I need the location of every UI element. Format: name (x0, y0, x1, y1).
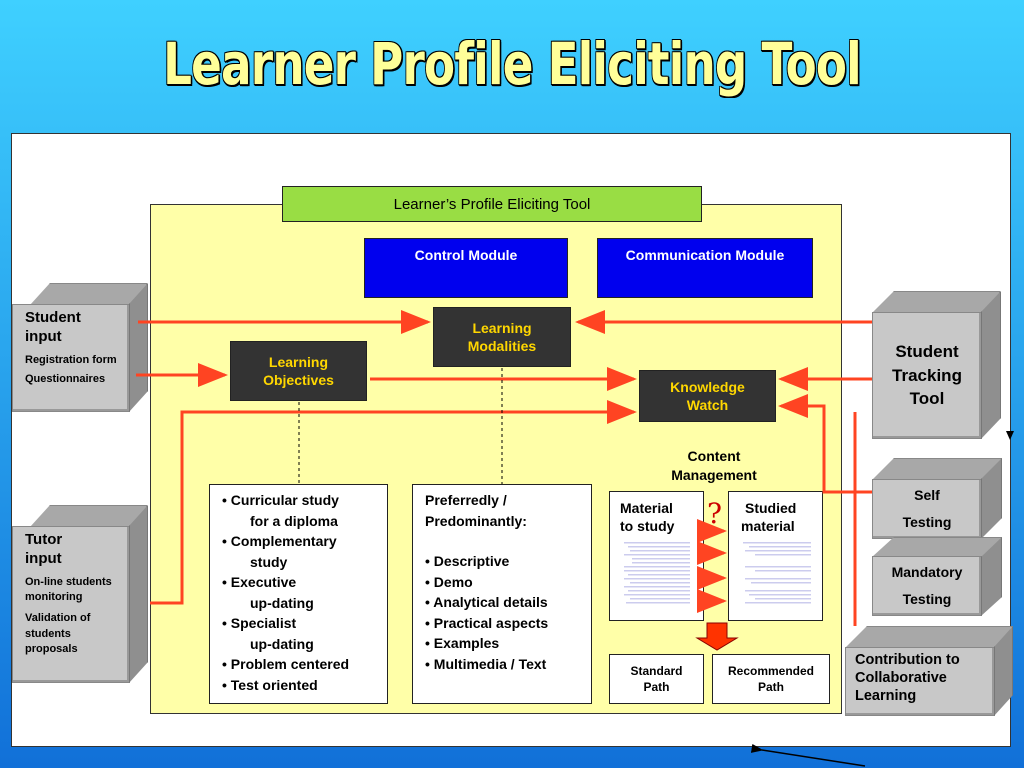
tutor-input-item-validation: Validation of students proposals (25, 612, 91, 656)
studied-material-box: Studied material (728, 491, 823, 621)
knowledge-watch-line2: Watch (686, 397, 729, 413)
small-triangle-icon (1006, 431, 1014, 440)
student-input-title1: Student (25, 309, 81, 326)
modality-item: • Demo (425, 573, 473, 590)
modality-item: • Multimedia / Text (425, 655, 547, 672)
self-testing-box: Self Testing (872, 479, 982, 539)
recommended-path-line1: Recommended (727, 663, 815, 678)
tutor-input-title1: Tutor (25, 531, 63, 548)
learning-modalities-line1: Learning (472, 319, 532, 336)
contribution-line1: Contribution to (855, 652, 960, 668)
communication-module: Communication Module (597, 238, 813, 298)
learning-objectives-line1: Learning (268, 353, 329, 370)
material-to-study-line2: to study (620, 518, 675, 535)
standard-path-line2: Path (643, 680, 670, 694)
recommended-path-line2: Path (757, 680, 784, 694)
modalities-list: Preferredly / Predominantly: • Descripti… (412, 484, 592, 704)
self-testing-line2: Testing (902, 514, 952, 530)
page-title: Learner Profile Eliciting Tool (163, 30, 862, 98)
mandatory-testing-box: Mandatory Testing (872, 556, 982, 616)
objective-item: • Problem centered (222, 656, 350, 672)
tutor-input-box: Tutor input On-line students monitoring … (12, 526, 130, 683)
modalities-heading-2: Predominantly: (425, 512, 527, 529)
down-arrow-icon (695, 622, 739, 651)
student-input-box: Student input Registration form Question… (12, 304, 130, 412)
knowledge-watch-line1: Knowledge (670, 378, 745, 395)
learning-objectives-line2: Objectives (263, 372, 334, 388)
self-testing-line1: Self (914, 487, 940, 504)
objective-item: • Test oriented (222, 676, 318, 693)
document-thumbnail-icon (624, 542, 690, 604)
mandatory-testing-line2: Testing (902, 591, 952, 607)
material-to-study-line1: Material (620, 500, 673, 516)
modality-item: • Examples (425, 635, 500, 651)
student-tracking-line1: Student (895, 341, 959, 361)
material-to-study-box: Material to study (609, 491, 704, 621)
modalities-heading-1: Preferredly / (425, 492, 507, 508)
modality-item: • Analytical details (425, 594, 548, 610)
tutor-input-item-monitoring: On-line students monitoring (25, 575, 112, 603)
student-tracking-line2: Tracking (892, 365, 962, 385)
student-input-item-registration: Registration form (25, 353, 117, 366)
student-input-item-questionnaires: Questionnaires (25, 373, 106, 386)
learning-modalities-line2: Modalities (467, 338, 537, 354)
contribution-line2: Collaborative (855, 670, 947, 687)
document-thumbnail-icon (743, 542, 811, 604)
modality-item: • Descriptive (425, 553, 510, 569)
studied-material-line1: Studied (745, 500, 797, 516)
student-input-title2: input (25, 327, 62, 345)
arrow-selftest-to-knowledge (778, 394, 872, 494)
tutor-input-title2: input (25, 549, 62, 567)
standard-path-line1: Standard (630, 663, 683, 678)
contribution-line3: Learning (855, 688, 917, 705)
modality-item: • Practical aspects (425, 614, 549, 631)
tool-header: Learner’s Profile Eliciting Tool (282, 186, 702, 222)
pointer-arrow-bottom (750, 743, 866, 767)
control-module: Control Module (364, 238, 568, 298)
arrow-tutor-to-knowledge (150, 400, 637, 605)
student-tracking-line3: Tool (909, 389, 945, 409)
studied-material-line2: material (741, 518, 795, 535)
student-tracking-box: Student Tracking Tool (872, 312, 982, 439)
mandatory-testing-line1: Mandatory (891, 564, 963, 581)
